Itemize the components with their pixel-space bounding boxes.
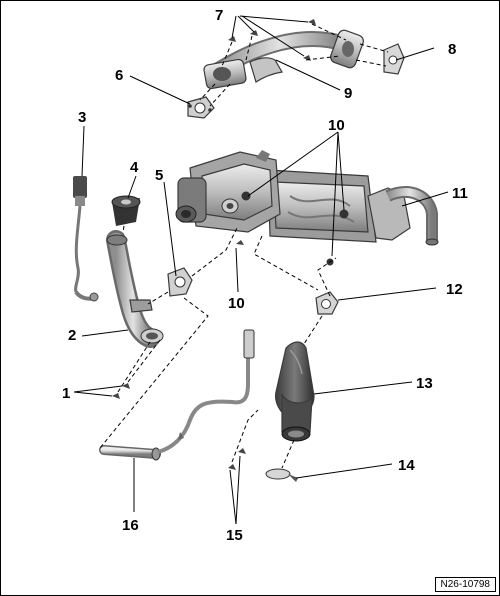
temperature-sensor-3 <box>73 176 99 302</box>
callout-3: 3 <box>78 109 86 126</box>
callout-8: 8 <box>448 41 456 58</box>
callout-10-upper: 10 <box>328 117 345 134</box>
callout-15: 15 <box>226 527 243 544</box>
connecting-pipe-2 <box>106 230 164 348</box>
callout-10-lower: 10 <box>228 295 245 312</box>
gasket-8 <box>383 43 405 75</box>
callout-12: 12 <box>446 281 463 298</box>
callout-7: 7 <box>215 7 223 24</box>
egr-valve-housing <box>175 150 349 266</box>
callout-4: 4 <box>130 159 139 176</box>
egr-pipe-upper <box>203 29 364 90</box>
callout-2: 2 <box>68 327 76 344</box>
bolts-1 <box>112 383 130 399</box>
callout-1: 1 <box>62 385 70 402</box>
figure-reference-number: N26-10798 <box>434 577 496 592</box>
gasket-5 <box>167 267 193 297</box>
callout-13: 13 <box>416 375 433 392</box>
catalytic-converter-13 <box>275 341 315 442</box>
callout-11: 11 <box>452 185 468 202</box>
sealing-ring-4 <box>111 195 141 226</box>
egr-cooler-11 <box>267 169 439 246</box>
callout-16: 16 <box>122 517 139 534</box>
callout-9: 9 <box>344 85 352 102</box>
clamp-14 <box>265 468 298 482</box>
gasket-12 <box>315 291 339 315</box>
gasket-6 <box>187 96 215 119</box>
callout-5: 5 <box>155 167 163 184</box>
bolts-15 <box>228 448 246 470</box>
leader-lines <box>73 15 449 525</box>
pipe-16 <box>99 329 255 461</box>
callout-14: 14 <box>398 457 415 474</box>
callout-6: 6 <box>115 67 123 84</box>
